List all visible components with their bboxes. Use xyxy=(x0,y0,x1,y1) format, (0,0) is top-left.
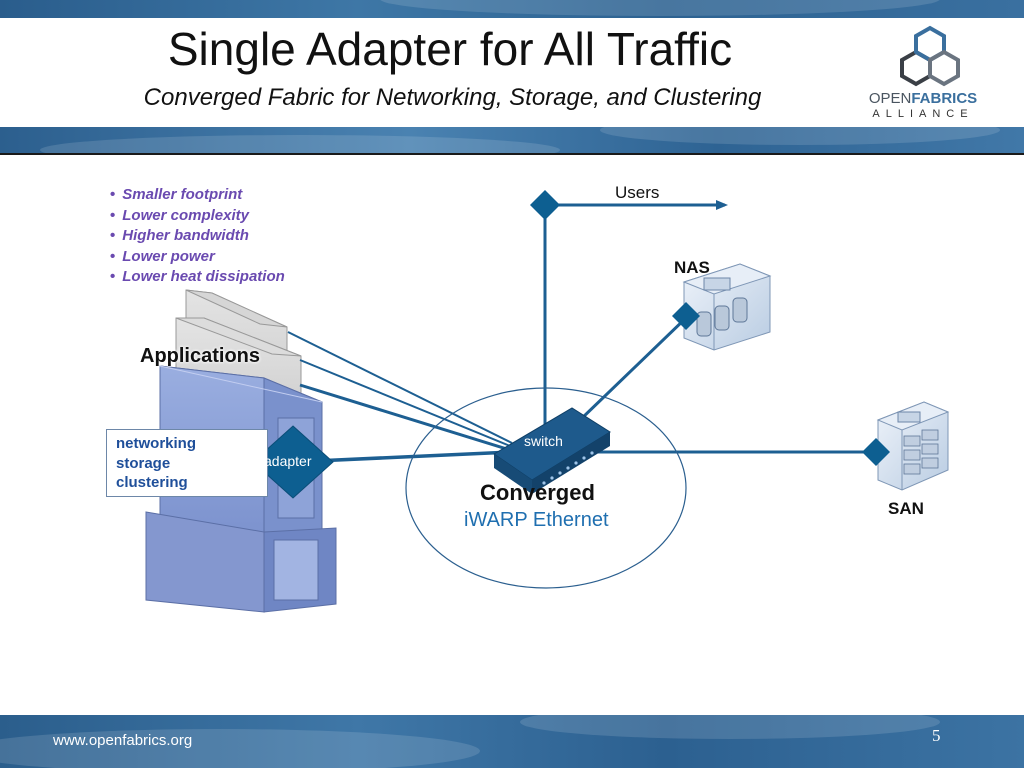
role-storage: storage xyxy=(116,454,171,472)
traffic-roles-box xyxy=(106,429,268,497)
san-device[interactable] xyxy=(876,401,950,491)
san-port-diamond xyxy=(862,438,890,466)
footer-url-link[interactable]: www.openfabrics.org xyxy=(53,732,193,749)
nas-device[interactable] xyxy=(682,263,772,351)
role-networking: networking xyxy=(116,435,197,452)
san-label: SAN xyxy=(888,499,924,518)
iwarp-ethernet-label: iWARP Ethernet xyxy=(464,509,609,531)
benefits-list: Smaller footprint Lower complexity Highe… xyxy=(110,185,285,288)
benefit-item: Smaller footprint xyxy=(110,185,285,206)
page-subtitle: Converged Fabric for Networking, Storage… xyxy=(143,84,762,111)
switch-label: switch xyxy=(524,433,563,449)
traffic-roles-list: networking storage clustering xyxy=(116,434,196,493)
users-port-diamond xyxy=(530,190,560,220)
switch-device[interactable] xyxy=(493,407,611,494)
benefit-item: Lower power xyxy=(110,247,285,268)
role-clustering: clustering xyxy=(116,474,188,491)
logo-subtitle: ALLIANCE xyxy=(872,108,974,120)
footer-band xyxy=(0,715,1024,768)
benefit-item: Lower complexity xyxy=(110,206,285,227)
converged-fabric-ellipse xyxy=(405,387,687,589)
fabric-links xyxy=(287,200,878,464)
applications-label: Applications xyxy=(140,345,261,367)
benefit-item: Higher bandwidth xyxy=(110,226,285,247)
nas-port-diamond xyxy=(672,302,700,330)
logo-word-fabrics: FABRICS xyxy=(911,90,978,107)
converged-label: Converged xyxy=(480,480,595,505)
header-divider-band xyxy=(0,127,1024,155)
benefit-item: Lower heat dissipation xyxy=(110,267,285,288)
nas-label: NAS xyxy=(674,258,710,277)
page-title: Single Adapter for All Traffic xyxy=(167,23,733,75)
logo-word-open: OPEN xyxy=(868,90,912,107)
page-number: 5 xyxy=(932,726,941,745)
users-label: Users xyxy=(615,183,660,202)
hexagon-cubes-logo-icon xyxy=(900,25,960,87)
logo-wordmark: OPENFABRICS xyxy=(868,90,978,107)
adapter-label: adapter xyxy=(264,453,312,469)
header-top-band xyxy=(0,0,1024,18)
